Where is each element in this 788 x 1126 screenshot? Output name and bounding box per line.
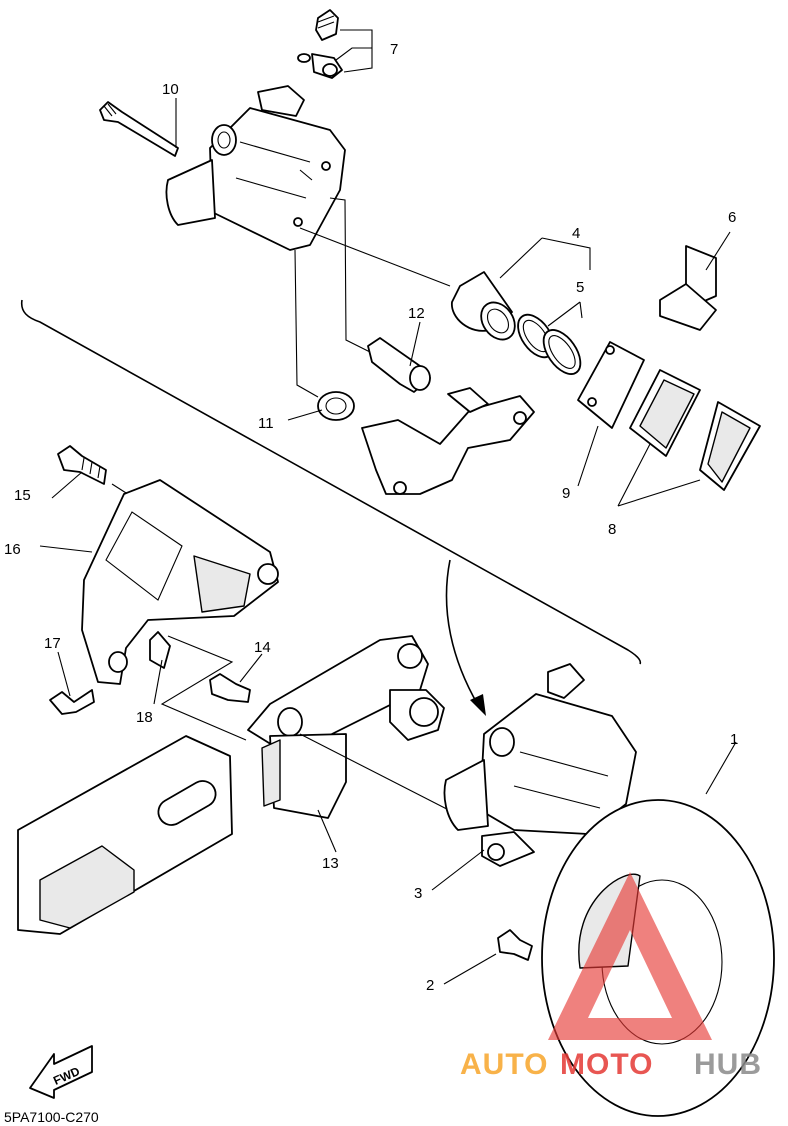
pin-boot xyxy=(317,391,355,421)
brake-pad-set xyxy=(629,369,761,491)
callout-8: 8 xyxy=(608,521,616,538)
assembly-arrow xyxy=(445,559,479,706)
caliper-body-upper xyxy=(165,85,346,251)
pad-pin-bolt xyxy=(99,101,179,157)
dust-seal-inner xyxy=(548,335,576,369)
callout-14: 14 xyxy=(254,639,271,656)
callout-16: 16 xyxy=(4,541,21,558)
callout-12: 12 xyxy=(408,305,425,322)
bleed-screw-assembly xyxy=(297,9,343,79)
bolt-14 xyxy=(209,673,251,703)
assembly-arrow-head xyxy=(470,694,486,716)
callout-17: 17 xyxy=(44,635,61,652)
watermark-text-mid: MOTO xyxy=(560,1048,653,1081)
group-divider-line xyxy=(20,299,642,665)
disc-bolt xyxy=(497,929,533,961)
callout-11: 11 xyxy=(258,415,274,432)
leader-lines xyxy=(39,29,737,985)
callout-13: 13 xyxy=(322,855,339,872)
slide-pin xyxy=(367,337,431,393)
torque-link xyxy=(247,635,445,757)
callout-4: 4 xyxy=(572,225,580,242)
caliper-assembly xyxy=(443,663,637,867)
watermark-logo: AUTO MOTO HUB xyxy=(460,872,762,1081)
diagram-code: 5PA7100-C270 xyxy=(4,1109,99,1125)
callout-labels: 1 2 3 4 5 6 7 8 9 10 11 12 13 14 15 16 1… xyxy=(4,41,738,994)
callout-15: 15 xyxy=(14,487,31,504)
callout-6: 6 xyxy=(728,209,736,226)
bolt-17 xyxy=(49,689,95,715)
watermark-text-right: HUB xyxy=(694,1048,762,1081)
guide-line xyxy=(294,197,451,398)
caliper-bracket-16 xyxy=(81,479,279,685)
dust-seal xyxy=(542,329,582,375)
callout-5: 5 xyxy=(576,279,584,296)
watermark-text-left: AUTO xyxy=(460,1048,548,1081)
callout-18: 18 xyxy=(136,709,153,726)
swingarm xyxy=(17,735,233,935)
forward-direction-indicator: FWD xyxy=(29,1045,93,1099)
pad-shim xyxy=(577,341,645,429)
callout-9: 9 xyxy=(562,485,570,502)
callout-10: 10 xyxy=(162,81,179,98)
pad-support xyxy=(659,245,717,331)
guide-line-18 xyxy=(160,635,247,741)
clip-18 xyxy=(149,631,171,669)
bolt-15 xyxy=(57,445,107,485)
watermark-triangle xyxy=(548,872,712,1040)
callout-3: 3 xyxy=(414,885,422,902)
caliper-bracket-upper xyxy=(361,387,535,495)
callout-1: 1 xyxy=(730,731,738,748)
callout-7: 7 xyxy=(390,41,398,58)
piston xyxy=(451,271,516,341)
bracket-13 xyxy=(261,733,347,819)
callout-2: 2 xyxy=(426,977,434,994)
